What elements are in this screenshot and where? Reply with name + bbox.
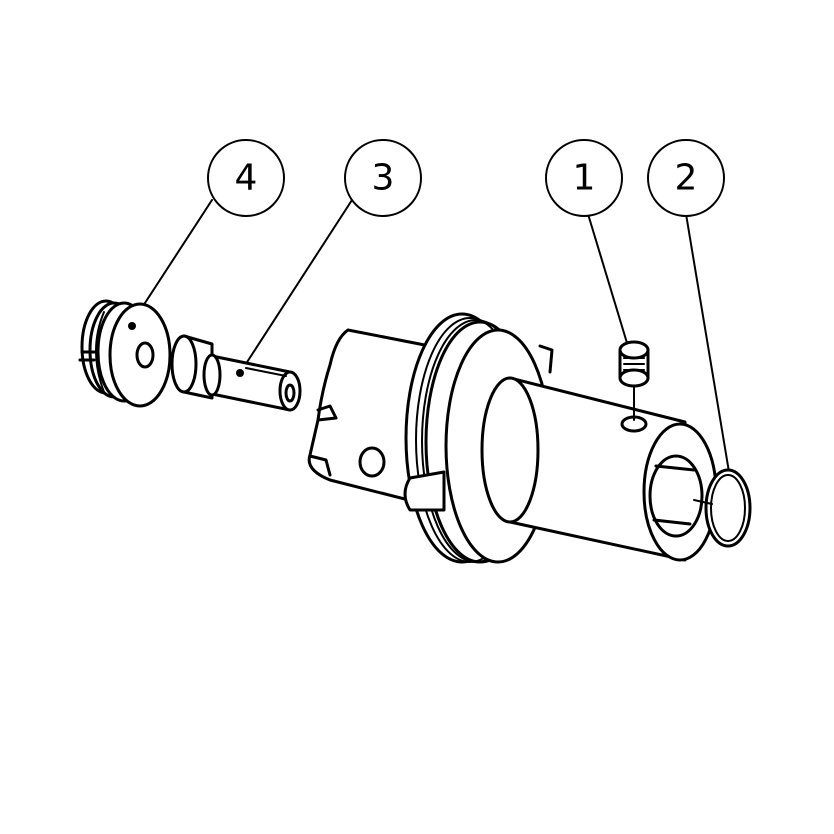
callout-label-2: 2 <box>675 158 698 199</box>
part-1-set-screw <box>618 340 650 421</box>
callout-label-3: 3 <box>372 158 395 199</box>
leader-line-1 <box>587 213 628 344</box>
callout-1: 1 <box>545 139 623 217</box>
tool-holder-body <box>307 312 718 564</box>
callout-3: 3 <box>344 139 422 217</box>
part-3-shaft <box>170 334 302 412</box>
part-2-retaining-ring <box>693 468 752 548</box>
part-4-cap-nut <box>78 299 172 408</box>
leader-line-3 <box>239 199 353 374</box>
callout-4: 4 <box>207 139 285 217</box>
callout-label-4: 4 <box>235 158 258 199</box>
leader-line-2 <box>685 213 731 479</box>
callout-2: 2 <box>647 139 725 217</box>
callout-label-1: 1 <box>573 158 596 199</box>
